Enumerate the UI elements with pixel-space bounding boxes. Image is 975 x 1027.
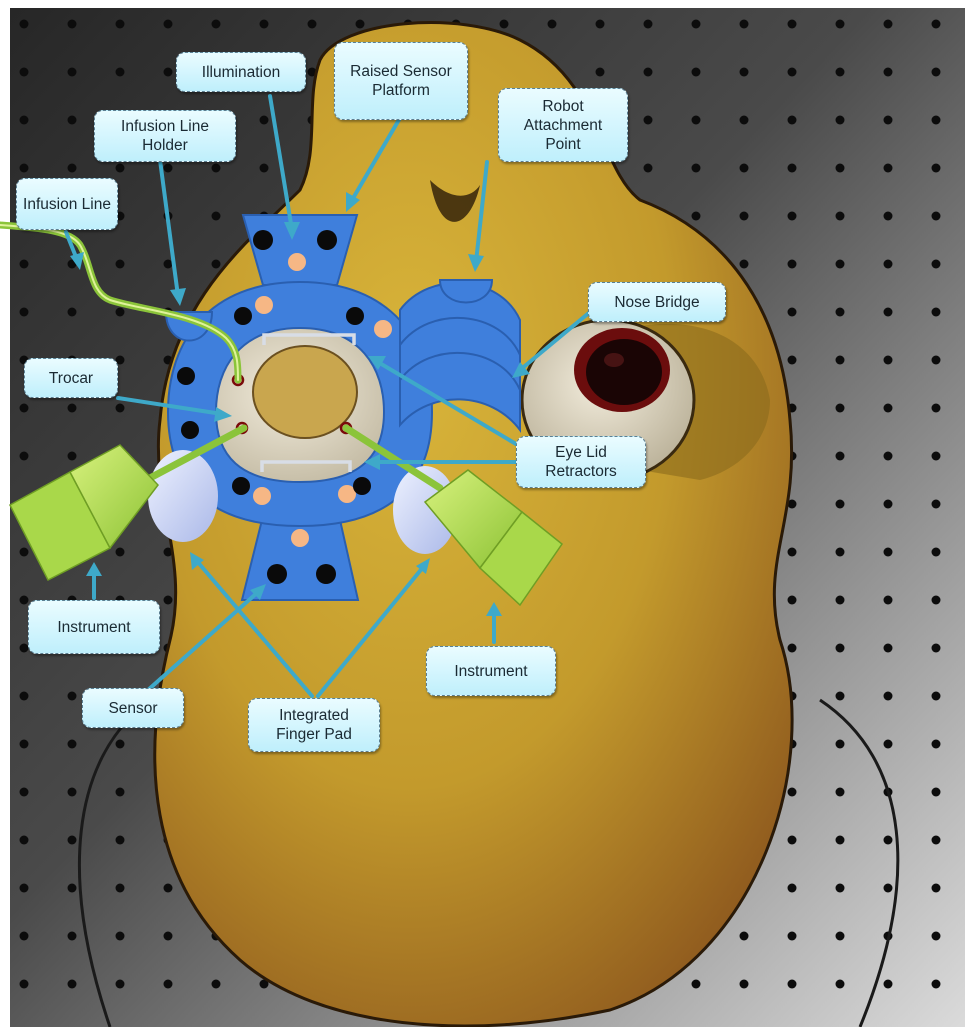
- label-instrument-left: Instrument: [28, 600, 160, 654]
- label-robot-attachment-point: Robot Attachment Point: [498, 88, 628, 162]
- illumination-led-top: [288, 253, 306, 271]
- robot-attachment-cup: [438, 279, 494, 304]
- label-integrated-finger-pad: Integrated Finger Pad: [248, 698, 380, 752]
- leader-arrows: [64, 94, 592, 698]
- instrument-left-shape: [9, 424, 248, 582]
- instrument-right-shape: [342, 424, 564, 607]
- eyelid-retractor-top: [262, 333, 356, 345]
- label-infusion-line-holder: Infusion Line Holder: [94, 110, 236, 162]
- eyelid-retractor-bottom: [260, 460, 352, 472]
- label-instrument-right: Instrument: [426, 646, 556, 696]
- illumination-block-top: [241, 214, 359, 286]
- label-sensor: Sensor: [82, 688, 184, 728]
- mount-ring-right: [819, 698, 900, 1027]
- label-infusion-line: Infusion Line: [16, 178, 118, 230]
- left-eye: [192, 320, 408, 504]
- label-nose-bridge: Nose Bridge: [588, 282, 726, 322]
- label-trocar: Trocar: [24, 358, 118, 398]
- label-illumination: Illumination: [176, 52, 306, 92]
- nose-bridge-arches: [399, 279, 521, 433]
- label-raised-sensor-platform: Raised Sensor Platform: [334, 42, 468, 120]
- label-eye-lid-retractors: Eye Lid Retractors: [516, 436, 646, 488]
